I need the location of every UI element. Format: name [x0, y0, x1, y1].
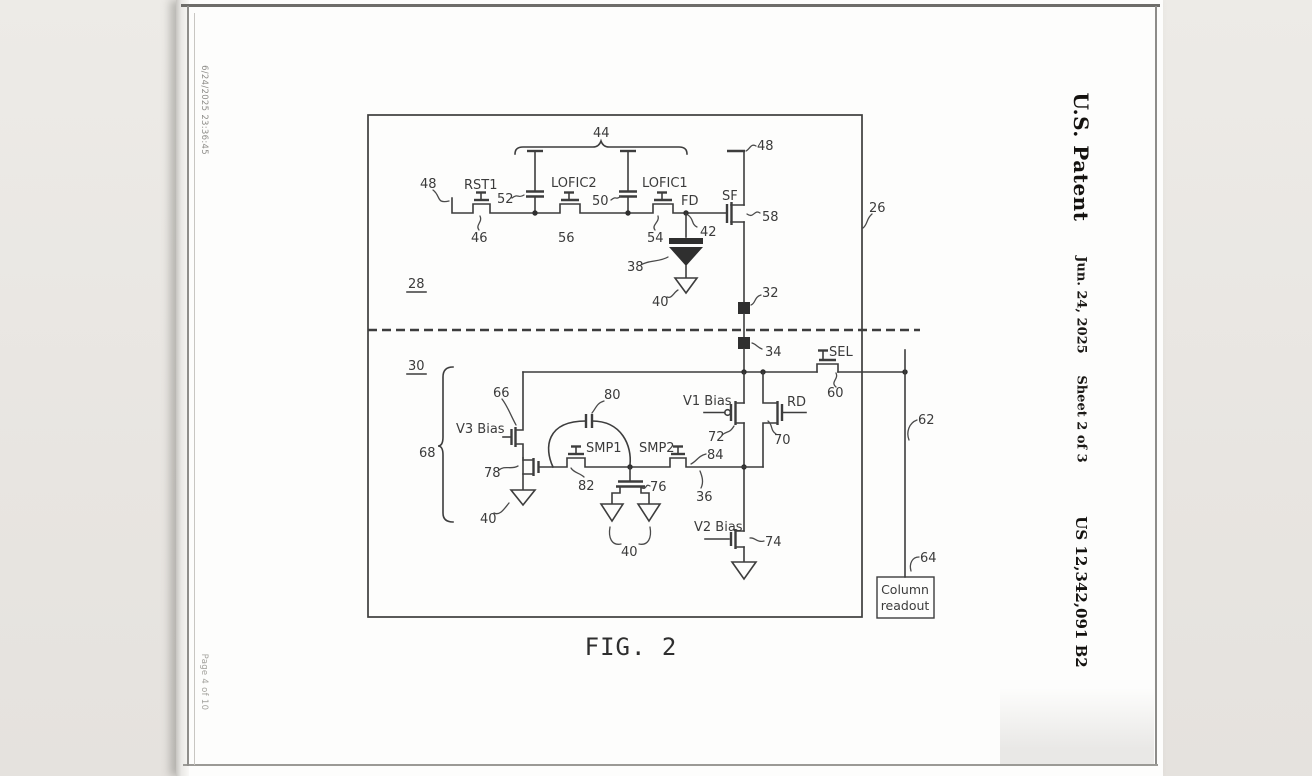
- capacitor-80: [547, 414, 632, 469]
- transistor-lofic1: [654, 191, 672, 202]
- ref-42-label: 42: [700, 225, 717, 240]
- node-square-34: [738, 337, 750, 349]
- scan-shading: [1000, 688, 1154, 764]
- ground-symbol: [730, 561, 758, 581]
- device-v1-bias-label: V1 Bias: [683, 394, 732, 409]
- ref-62-label: 62: [918, 413, 935, 428]
- page-left-edge-shadow: [176, 0, 189, 776]
- patent-page: [176, 0, 1163, 776]
- ref-54-label: 54: [647, 231, 664, 246]
- ref-72-label: 72: [708, 430, 725, 445]
- brace-68: [437, 366, 454, 523]
- transistor-74: [704, 529, 758, 581]
- ref-48-left-label: 48: [420, 177, 437, 192]
- ref-64-label: 64: [920, 551, 937, 566]
- device-sel-label: SEL: [829, 345, 853, 360]
- transistor-smp2: [671, 445, 685, 456]
- ref-40-76-label: 40: [621, 545, 638, 560]
- ref-38-label: 38: [627, 260, 644, 275]
- ground-symbol: [673, 277, 699, 295]
- ref-52-label: 52: [497, 192, 514, 207]
- ref-82-label: 82: [578, 479, 595, 494]
- ref-28-label: 28: [408, 277, 425, 292]
- ref-40-78-label: 40: [480, 512, 497, 527]
- ref-30-label: 30: [408, 359, 425, 374]
- ref-26-label: 26: [869, 201, 886, 216]
- node-square-32: [738, 302, 750, 314]
- transistor-72: [703, 401, 745, 425]
- column-readout-box: [876, 576, 935, 619]
- capacitor-50: [619, 149, 637, 216]
- top-row-wire: [451, 197, 728, 214]
- ref-66-label: 66: [493, 386, 510, 401]
- ref-36-label: 36: [696, 490, 713, 505]
- device-lofic1-label: LOFIC1: [642, 176, 688, 191]
- bottom-section: [406, 349, 935, 619]
- ref-70-label: 70: [774, 433, 791, 448]
- ref-76-label: 76: [650, 480, 667, 495]
- ground-symbol: [599, 503, 625, 523]
- photodiode-38: [669, 212, 703, 295]
- ground-symbol: [509, 489, 537, 507]
- transistor-lofic2: [561, 191, 579, 202]
- ref-40-photodiode-label: 40: [652, 295, 669, 310]
- ref-60-label: 60: [827, 386, 844, 401]
- top-section: [406, 138, 750, 373]
- transistor-smp1: [568, 445, 584, 456]
- device-v2-bias-label: V2 Bias: [694, 520, 743, 535]
- ref-84-label: 84: [707, 448, 724, 463]
- ref-58-label: 58: [762, 210, 779, 225]
- device-v3-bias-label: V3 Bias: [456, 422, 505, 437]
- junction-dot: [625, 210, 631, 216]
- pmos-bubble: [723, 408, 732, 417]
- device-sf-label: SF: [722, 189, 738, 204]
- ref-46-label: 46: [471, 231, 488, 246]
- ref-50-label: 50: [592, 194, 609, 209]
- ground-symbol: [636, 503, 662, 523]
- ref-68-label: 68: [419, 446, 436, 461]
- ref-32-label: 32: [762, 286, 779, 301]
- device-fd-label: FD: [681, 194, 699, 209]
- transistor-76: [599, 466, 662, 523]
- leader-lines: [432, 144, 920, 572]
- transistor-sel: [816, 349, 839, 373]
- capacitor-52: [526, 149, 544, 216]
- device-smp2-label: SMP2: [639, 441, 675, 456]
- device-lofic2-label: LOFIC2: [551, 176, 597, 191]
- brace-44: [514, 138, 688, 155]
- ref-34-label: 34: [765, 345, 782, 360]
- device-rst1-label: RST1: [464, 178, 498, 193]
- ref-78-label: 78: [484, 466, 501, 481]
- transistor-78: [509, 457, 540, 507]
- page-border-bottom: [183, 764, 1158, 766]
- node-36-wire: [538, 457, 764, 468]
- page-border-left-inner: [194, 13, 195, 765]
- ref-80-label: 80: [604, 388, 621, 403]
- page-border-left-outer: [187, 6, 189, 766]
- page-border-top: [181, 4, 1160, 7]
- device-rd-label: RD: [787, 395, 806, 410]
- transistor-70: [762, 371, 807, 468]
- ref-56-label: 56: [558, 231, 575, 246]
- ref-74-label: 74: [765, 535, 782, 550]
- column-readout-line2: readout: [881, 598, 930, 613]
- ref-48-right-label: 48: [757, 139, 774, 154]
- column-readout-line1: Column: [881, 582, 929, 597]
- transistor-66: [502, 371, 524, 459]
- transistor-rst1: [474, 191, 489, 202]
- transistor-sf: [725, 149, 745, 303]
- junction-dot: [532, 210, 538, 216]
- ref-44-label: 44: [593, 126, 610, 141]
- figure-caption: FIG. 2: [585, 633, 678, 661]
- page-border-right: [1155, 6, 1157, 766]
- device-smp1-label: SMP1: [586, 441, 622, 456]
- pixel-boundary-box: [367, 114, 863, 618]
